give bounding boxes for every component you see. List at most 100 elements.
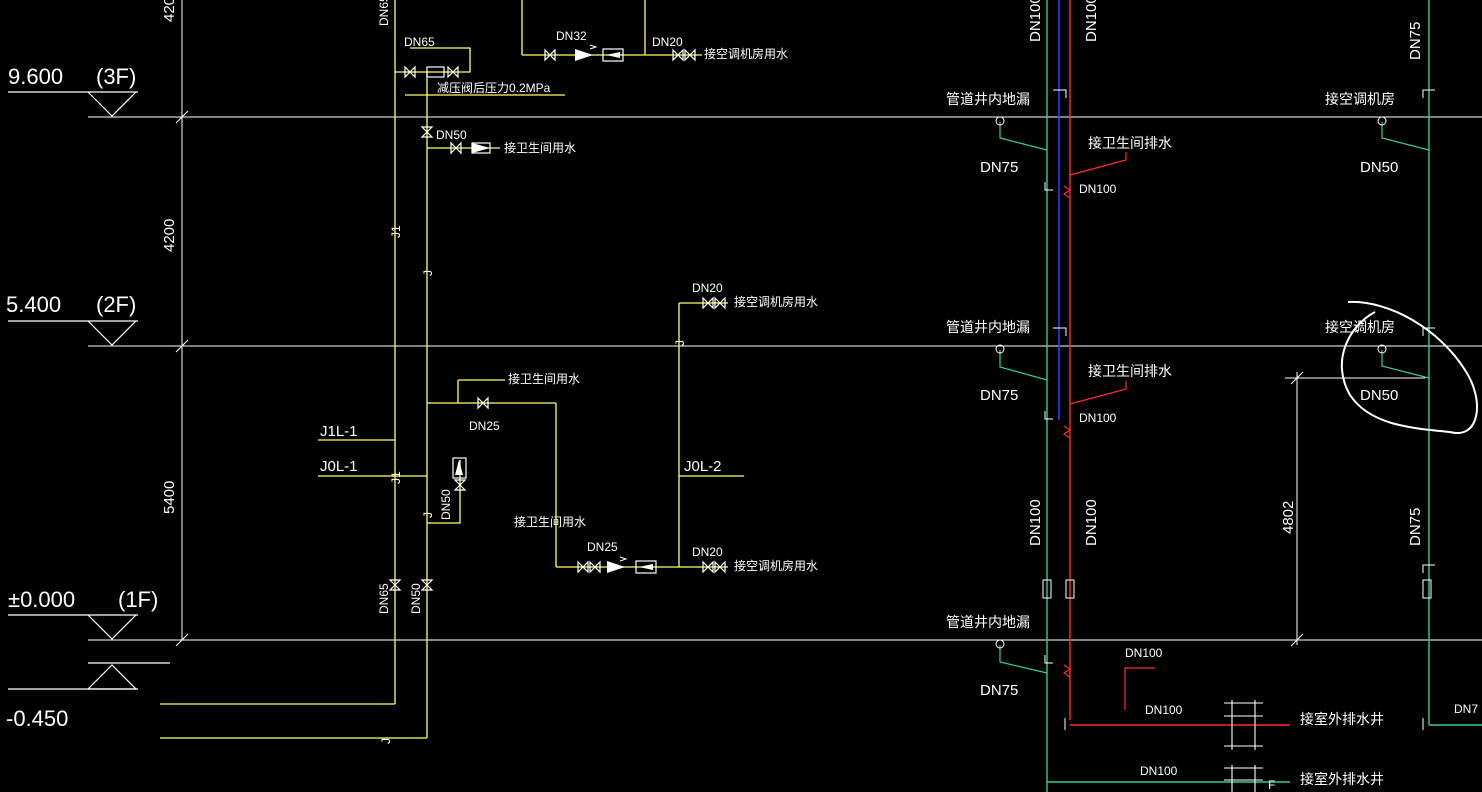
label-dn100-b: DN100 [1145,703,1183,717]
label-to-ahu-low: 接空调机房用水 [734,558,818,573]
label-toilet-drain-3f: 接卫生间排水 [1088,135,1172,151]
label-dn75-v: DN75 [1407,22,1424,60]
floor-drain-icon [995,344,1005,354]
label-dn25-a: DN25 [469,419,500,433]
label-j1l-1: J1L-1 [320,423,358,440]
valve [388,579,402,591]
label-dn20-top: DN20 [652,35,683,49]
check-valves [426,48,657,574]
label-dn20-up: DN20 [692,281,723,295]
label-dn100-3f: DN100 [1079,182,1117,196]
label-drain-2f: 管道井内地漏 [946,319,1030,335]
level-2f-floor: (2F) [96,292,136,317]
label-dn100-v4: DN100 [1083,499,1100,546]
valve [453,479,467,491]
label-dn100-v2: DN100 [1083,0,1100,42]
label-dim-4802: 4802 [1280,501,1297,534]
label-dn100-a: DN100 [1125,646,1163,660]
label-to-toilet: 接卫生间用水 [508,371,580,386]
water-supply-pipes [160,0,744,739]
left-dimension [175,0,189,647]
valve [447,65,459,79]
label-f-mark: F [1268,778,1275,792]
floor-drain-icon [995,639,1005,649]
hand-drawn-circle [1340,300,1478,435]
valves [388,48,726,591]
level-3f-elevation: 9.600 [8,64,63,89]
floor-drain-icon [995,116,1005,126]
label-prv-note: 减压阀后压力0.2MPa [437,81,551,95]
valve [714,296,726,310]
valve [589,560,601,574]
level-basement-elevation: -0.450 [6,706,68,731]
label-dn65-top: DN65 [377,0,391,26]
label-dn50-3f: DN50 [436,128,467,142]
level-1f-elevation: ±0.000 [8,587,75,612]
valve [702,296,714,310]
floor-drain-icons [995,116,1387,649]
label-dn50-3f-right: DN50 [1360,159,1398,176]
label-j1-b: J1 [389,471,403,484]
label-dn75-3f: DN75 [980,159,1018,176]
label-dn75-v2: DN75 [1407,508,1424,546]
valve [404,65,416,79]
valve [684,48,696,62]
level-3f-floor: (3F) [96,64,136,89]
level-1f-floor: (1F) [118,587,158,612]
valve [420,126,434,138]
valve [450,141,462,155]
label-dn100-c: DN100 [1140,764,1178,778]
label-toilet-drain-2f: 接卫生间排水 [1088,363,1172,379]
label-dn100-v1: DN100 [1027,0,1044,42]
label-to-ahu-up: 接空调机房用水 [734,294,818,309]
label-j-bottom: J [379,738,393,744]
level-2f-elevation: 5.400 [6,292,61,317]
label-dn25-b: DN25 [587,540,618,554]
label-dn65-bottom: DN65 [377,583,391,614]
label-dn50-2f-right: DN50 [1360,387,1398,404]
right-dimension [1285,371,1425,647]
label-j0l-2: J0L-2 [684,458,722,475]
label-drain-1f: 管道井内地漏 [946,614,1030,630]
label-to-outdoor-a: 接室外排水井 [1300,711,1384,727]
floor-drain-icon [1377,344,1387,354]
label-to-toilet-b: 接卫生间用水 [514,514,586,529]
label-dn50-bottom: DN50 [409,583,423,614]
label-j1-a: J1 [389,225,403,238]
label-dn100-2f: DN100 [1079,411,1117,425]
label-dn50-v: DN50 [439,489,453,520]
label-dn75-2f: DN75 [980,387,1018,404]
drainage-labels: DN100 DN100 DN75 管道井内地漏 DN75 接卫生间排水 DN10… [946,0,1478,792]
label-to-outdoor-b: 接室外排水井 [1300,771,1384,787]
label-dn65: DN65 [404,35,435,49]
valve [577,560,589,574]
floor-lines [88,116,1482,641]
valve [477,396,489,410]
label-j-a: J [421,270,435,276]
label-j0l-1: J0L-1 [320,458,358,475]
valve [714,560,726,574]
label-j-up: J [673,340,687,346]
valve [544,48,556,62]
supply-labels: DN65 DN65 减压阀后压力0.2MPa DN32 DN20 接空调机房用水… [320,0,818,744]
label-dn32: DN32 [556,29,587,43]
label-to-toilet-3f: 接卫生间用水 [504,140,576,155]
flow-arrows [589,44,628,562]
valve [702,560,714,574]
level-markers [8,91,170,690]
valve [672,48,684,62]
dim-5400: 5400 [161,481,178,514]
label-to-ahu-top: 接空调机房用水 [704,46,788,61]
trap-marks [1062,185,1072,678]
label-dn100-v3: DN100 [1027,499,1044,546]
label-dn7-cut: DN7 [1454,702,1478,716]
outdoor-wells [1224,700,1263,792]
label-ahu-3f: 接空调机房 [1325,91,1395,107]
floor-drain-icon [1377,116,1387,126]
valve [420,579,434,591]
label-j-b: J [421,512,435,518]
label-ahu-2f: 接空调机房 [1325,319,1395,335]
label-drain-3f: 管道井内地漏 [946,91,1030,107]
label-dn20-low: DN20 [692,545,723,559]
